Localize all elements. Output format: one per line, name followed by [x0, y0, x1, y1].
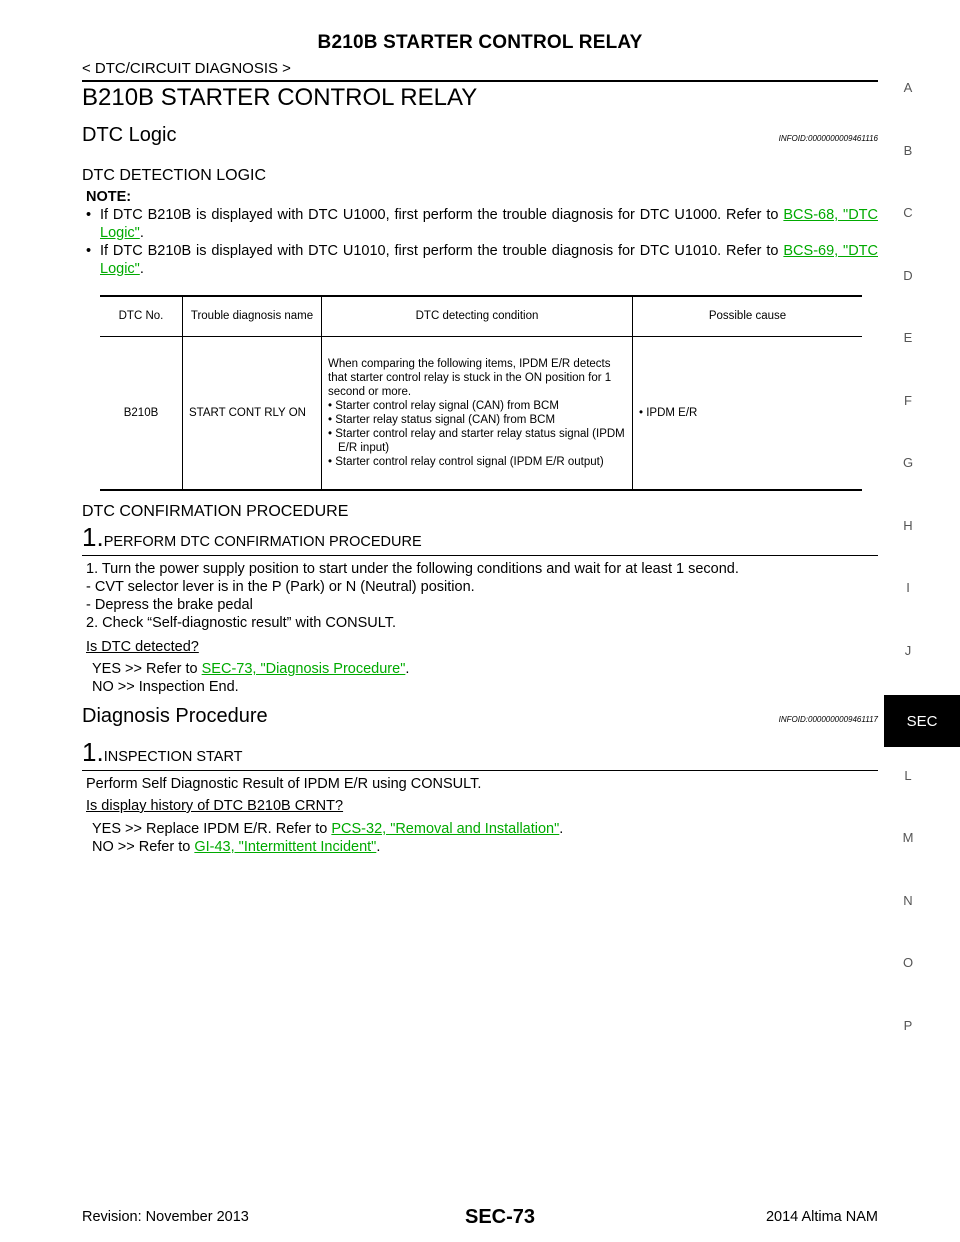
- answer-text: YES >> Refer to: [92, 661, 202, 677]
- link-pcs-32[interactable]: PCS-32, "Removal and Installation": [331, 821, 560, 837]
- condition-item: • Starter control relay signal (CAN) fro…: [328, 399, 559, 412]
- diagnosis-heading: Diagnosis Procedure: [82, 705, 268, 727]
- step-rule: [82, 555, 878, 556]
- col-possible-cause: Possible cause: [632, 295, 862, 337]
- link-bcs-68[interactable]: BCS-68, "DTC Logic": [100, 207, 878, 241]
- side-tab-e[interactable]: E: [903, 330, 913, 345]
- detection-logic-heading: DTC DETECTION LOGIC: [82, 167, 267, 184]
- revision: Revision: November 2013: [82, 1209, 249, 1225]
- procedure-line: - CVT selector lever is in the P (Park) …: [86, 579, 475, 595]
- table-row: B210B START CONT RLY ON When comparing t…: [100, 336, 862, 491]
- step-heading: 1.INSPECTION START: [82, 737, 243, 768]
- side-tab-d[interactable]: D: [903, 267, 913, 283]
- step-title: PERFORM DTC CONFIRMATION PROCEDURE: [103, 534, 422, 550]
- bullet-icon: •: [86, 207, 92, 223]
- side-tab-l[interactable]: L: [904, 767, 912, 783]
- side-tab-a[interactable]: A: [903, 80, 913, 95]
- procedure-line: 2. Check “Self-diagnostic result” with C…: [86, 615, 396, 631]
- answer-end: .: [559, 821, 564, 837]
- col-trouble-name: Trouble diagnosis name: [182, 295, 322, 337]
- side-tab-h[interactable]: H: [903, 517, 913, 533]
- note-block: NOTE: • If DTC B210B is displayed with D…: [86, 188, 878, 278]
- step-number: 1.: [82, 737, 104, 767]
- answer-no: NO >> Refer to GI-43, "Intermittent Inci…: [92, 838, 380, 856]
- condition-item: • Starter relay status signal (CAN) from…: [328, 413, 556, 426]
- side-tab-g[interactable]: G: [902, 455, 914, 470]
- confirmation-heading: DTC CONFIRMATION PROCEDURE: [82, 503, 349, 520]
- link-gi-43[interactable]: GI-43, "Intermittent Incident": [194, 839, 377, 855]
- step-heading: 1.PERFORM DTC CONFIRMATION PROCEDURE: [82, 522, 422, 553]
- answer-text: YES >> Replace IPDM E/R. Refer to: [92, 821, 332, 837]
- note-text: If DTC B210B is displayed with DTC U1010…: [100, 243, 779, 259]
- infoid-diagnosis: INFOID:0000000009461117: [778, 715, 878, 724]
- link-bcs-69[interactable]: BCS-69, "DTC Logic": [100, 243, 878, 277]
- side-tab-n[interactable]: N: [903, 892, 913, 908]
- page-title: B210B STARTER CONTROL RELAY: [82, 84, 478, 111]
- page-number: SEC-73: [464, 1206, 536, 1228]
- note-item: • If DTC B210B is displayed with DTC U10…: [86, 206, 878, 242]
- question: Is DTC detected?: [86, 639, 199, 655]
- condition-item: • Starter control relay and starter rela…: [328, 427, 625, 454]
- running-header: B210B STARTER CONTROL RELAY: [317, 32, 643, 53]
- condition-intro: When comparing the following items, IPDM…: [328, 357, 612, 398]
- side-tab-sec-active[interactable]: SEC: [884, 695, 960, 747]
- header-rule: [82, 80, 878, 82]
- step-number: 1.: [82, 522, 104, 552]
- link-sec-73[interactable]: SEC-73, "Diagnosis Procedure": [201, 661, 406, 677]
- note-label: NOTE:: [86, 189, 132, 205]
- answer-yes: YES >> Replace IPDM E/R. Refer to PCS-32…: [92, 820, 563, 838]
- model: 2014 Altima NAM: [765, 1209, 878, 1225]
- bullet-icon: •: [86, 243, 92, 259]
- procedure-line: 1. Turn the power supply position to sta…: [86, 561, 739, 577]
- breadcrumb: < DTC/CIRCUIT DIAGNOSIS >: [82, 60, 291, 77]
- answer-yes: YES >> Refer to SEC-73, "Diagnosis Proce…: [92, 660, 409, 678]
- side-tab-i[interactable]: I: [906, 580, 910, 595]
- procedure-lines: 1. Turn the power supply position to sta…: [86, 560, 878, 632]
- infoid-dtc-logic: INFOID:0000000009461116: [778, 134, 878, 143]
- step-title: INSPECTION START: [103, 749, 243, 765]
- side-tab-p[interactable]: P: [903, 1017, 913, 1033]
- note-end: .: [139, 225, 144, 241]
- condition-item: • Starter control relay control signal (…: [328, 455, 604, 468]
- diagnosis-line: Perform Self Diagnostic Result of IPDM E…: [86, 776, 482, 792]
- answer-end: .: [376, 839, 381, 855]
- procedure-line: - Depress the brake pedal: [86, 597, 253, 613]
- dtc-table: DTC No. Trouble diagnosis name DTC detec…: [100, 295, 862, 491]
- side-tab-b[interactable]: B: [903, 142, 913, 158]
- cell-possible-cause: • IPDM E/R: [632, 336, 862, 491]
- col-detecting-condition: DTC detecting condition: [321, 295, 633, 337]
- side-tab-o[interactable]: O: [902, 955, 914, 970]
- answer-no: NO >> Inspection End.: [92, 679, 239, 695]
- side-tab-j[interactable]: J: [904, 642, 912, 658]
- cell-condition: When comparing the following items, IPDM…: [321, 336, 633, 491]
- cell-trouble-name: START CONT RLY ON: [182, 336, 322, 491]
- note-end: .: [139, 261, 144, 277]
- note-item: • If DTC B210B is displayed with DTC U10…: [86, 242, 878, 278]
- question: Is display history of DTC B210B CRNT?: [86, 798, 344, 814]
- col-dtc-no: DTC No.: [100, 295, 183, 337]
- step-rule: [82, 770, 878, 771]
- answer-text: NO >> Refer to: [92, 839, 195, 855]
- side-tab-f[interactable]: F: [904, 392, 912, 408]
- answer-end: .: [405, 661, 410, 677]
- cell-dtc-no: B210B: [100, 336, 183, 491]
- note-text: If DTC B210B is displayed with DTC U1000…: [100, 207, 779, 223]
- side-tab-c[interactable]: C: [903, 205, 913, 220]
- side-tab-m[interactable]: M: [902, 830, 914, 845]
- dtc-logic-heading: DTC Logic: [82, 124, 177, 146]
